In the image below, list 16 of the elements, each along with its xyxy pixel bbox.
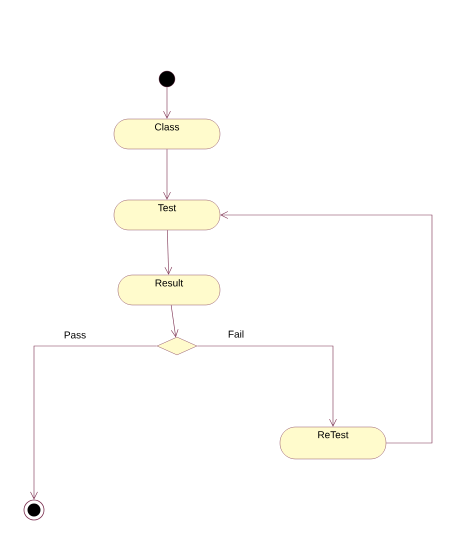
- arrow: [30, 346, 158, 500]
- edge-label: Pass: [62, 330, 88, 340]
- arrow: [196, 346, 337, 427]
- arrow: [163, 86, 171, 119]
- activity-box: ReTest: [280, 426, 386, 460]
- arrow: [220, 211, 432, 444]
- start-dot: [158, 70, 176, 88]
- edge-label: Fail: [226, 329, 246, 339]
- end-node: [24, 500, 44, 520]
- decision-diamond: [156, 336, 198, 356]
- activity-box: Test: [114, 200, 220, 230]
- arrow: [163, 148, 171, 200]
- arrow: [170, 304, 178, 338]
- arrow: [164, 230, 172, 275]
- activity-box: Result: [118, 274, 220, 306]
- activity-box: Class: [114, 118, 220, 150]
